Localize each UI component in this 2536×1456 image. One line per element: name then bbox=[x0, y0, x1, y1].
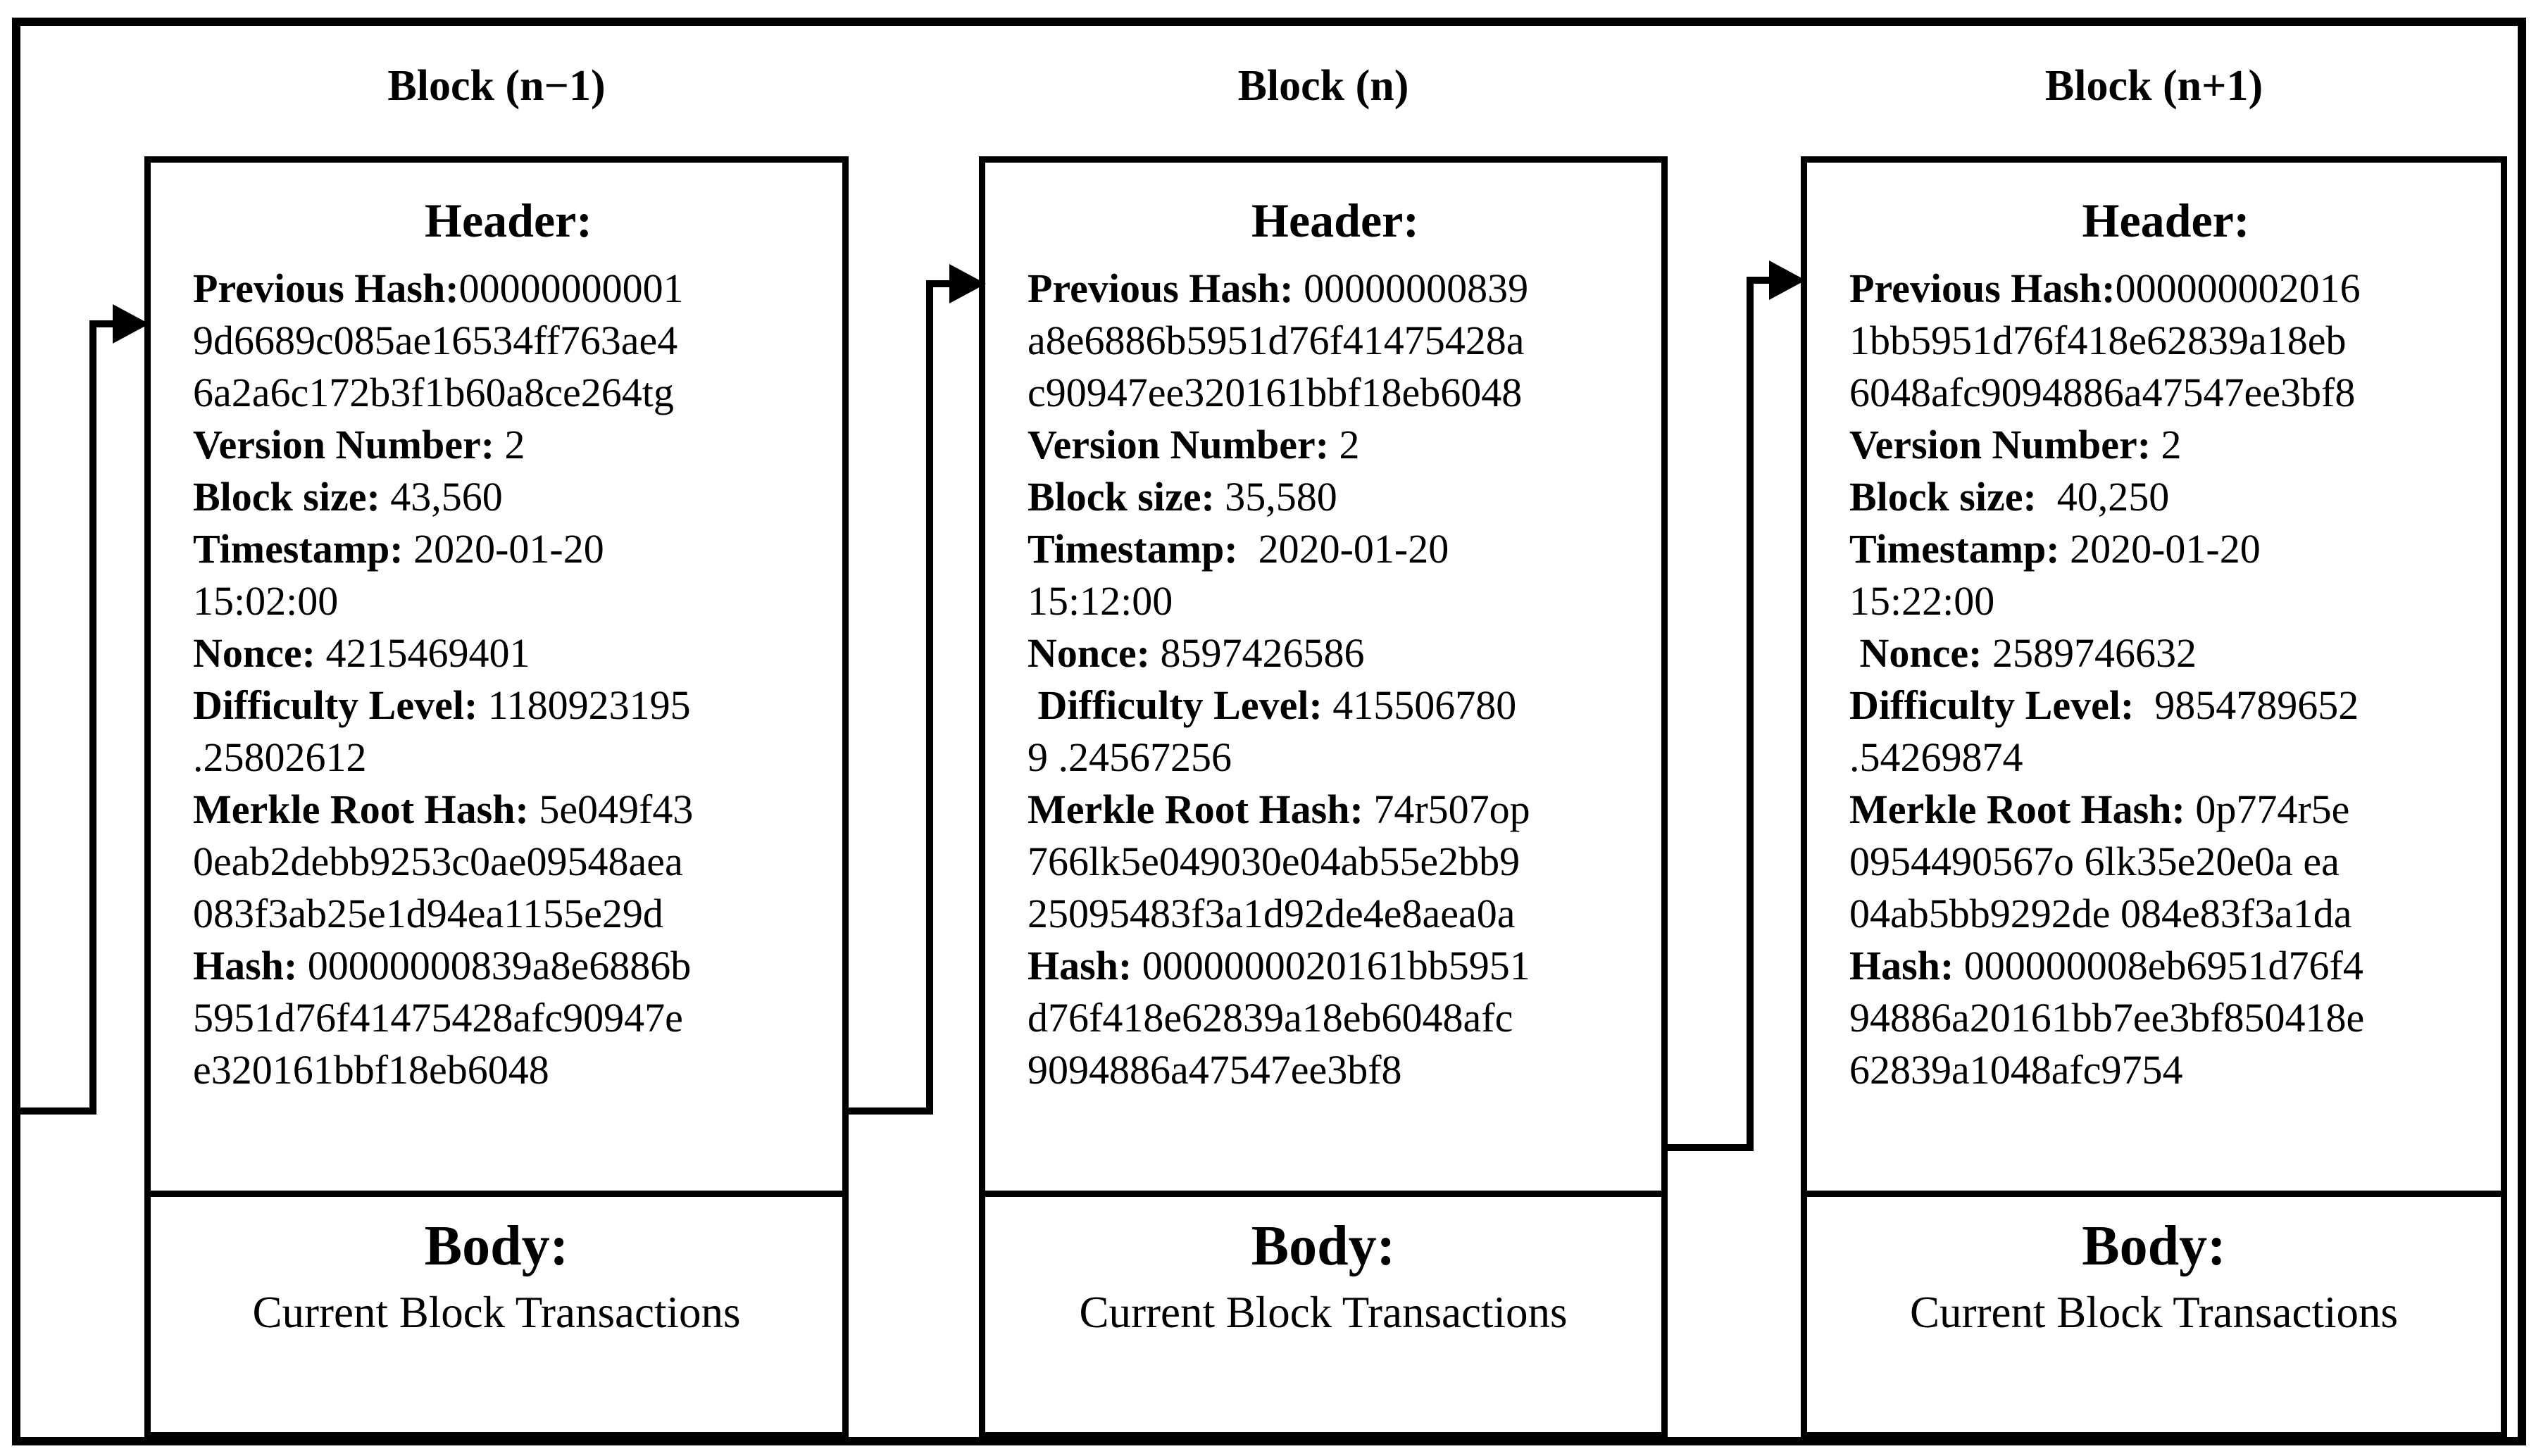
merkle-root-hash-field: Merkle Root Hash: 74r507op bbox=[1027, 786, 1530, 832]
body-text: Current Block Transactions bbox=[1910, 1288, 2398, 1337]
body-title: Body: bbox=[424, 1215, 569, 1277]
block-n-body-box: Body: Current Block Transactions bbox=[979, 1191, 1668, 1438]
hash-continuation: 62839a1048afc9754 bbox=[1849, 1047, 2183, 1093]
merkle-root-hash-field: Merkle Root Hash: 0p774r5e bbox=[1849, 786, 2350, 832]
block-n-minus-1-header-box: Header: Previous Hash:00000000001 9d6689… bbox=[144, 156, 849, 1197]
hash-continuation: 94886a20161bb7ee3bf850418e bbox=[1849, 995, 2365, 1041]
hash-continuation: 0eab2debb9253c0ae09548aea bbox=[193, 839, 683, 884]
arrowhead-icon bbox=[113, 304, 149, 344]
header-title: Header: bbox=[2082, 194, 2250, 247]
difficulty-level-field: Difficulty Level: 9854789652 bbox=[1849, 682, 2359, 728]
difficulty-level-field: Difficulty Level: 1180923195 bbox=[193, 682, 691, 728]
hash-continuation: 9094886a47547ee3bf8 bbox=[1027, 1047, 1402, 1093]
nonce-field: Nonce: 4215469401 bbox=[193, 630, 530, 676]
arrow-segment bbox=[1747, 277, 1754, 1151]
nonce-field: Nonce: 2589746632 bbox=[1849, 630, 2197, 676]
timestamp-field: Timestamp: 2020-01-20 bbox=[1849, 526, 2261, 572]
previous-hash-field: Previous Hash: 00000000839 bbox=[1027, 265, 1529, 311]
hash-continuation: 25095483f3a1d92de4e8aea0a bbox=[1027, 891, 1516, 936]
merkle-root-hash-field: Merkle Root Hash: 5e049f43 bbox=[193, 786, 694, 832]
hash-continuation: 6a2a6c172b3f1b60a8ce264tg bbox=[193, 370, 674, 415]
block-size-field: Block size: 35,580 bbox=[1027, 474, 1337, 520]
arrow-segment bbox=[849, 1107, 933, 1115]
hash-continuation: 9d6689c085ae16534ff763ae4 bbox=[193, 318, 678, 363]
timestamp-field: Timestamp: 2020-01-20 bbox=[193, 526, 604, 572]
field-label: Previous Hash: bbox=[193, 265, 459, 311]
arrow-segment bbox=[16, 1107, 96, 1115]
hash-field: Hash: 0000000020161bb5951 bbox=[1027, 943, 1530, 989]
header-title: Header: bbox=[425, 194, 592, 247]
block-n-minus-1-title: Block (n−1) bbox=[387, 62, 606, 110]
nonce-field: Nonce: 8597426586 bbox=[1027, 630, 1365, 676]
hash-continuation: 04ab5bb9292de 084e83f3a1da bbox=[1849, 891, 2352, 936]
header-title: Header: bbox=[1251, 194, 1419, 247]
block-size-field: Block size: 40,250 bbox=[1849, 474, 2170, 520]
hash-continuation: 0954490567o 6lk35e20e0a ea bbox=[1849, 839, 2340, 884]
body-text: Current Block Transactions bbox=[1079, 1288, 1568, 1337]
hash-field: Hash: 000000008eb6951d76f4 bbox=[1849, 943, 2363, 989]
arrow-segment bbox=[926, 280, 933, 1115]
hash-field: Hash: 00000000839a8e6886b bbox=[193, 943, 692, 989]
hash-continuation: a8e6886b5951d76f41475428a bbox=[1027, 318, 1525, 363]
block-n-plus-1-body-box: Body: Current Block Transactions bbox=[1801, 1191, 2507, 1438]
hash-continuation: e320161bbf18eb6048 bbox=[193, 1047, 549, 1093]
difficulty-continuation: 9 .24567256 bbox=[1027, 734, 1232, 780]
field-value: 00000000001 bbox=[458, 265, 684, 311]
hash-continuation: 6048afc9094886a47547ee3bf8 bbox=[1849, 370, 2356, 415]
timestamp-field: Timestamp: 2020-01-20 bbox=[1027, 526, 1449, 572]
body-title: Body: bbox=[2082, 1215, 2226, 1277]
version-number-field: Version Number: 2 bbox=[193, 422, 525, 467]
timestamp-continuation: 15:12:00 bbox=[1027, 578, 1173, 624]
timestamp-continuation: 15:22:00 bbox=[1849, 578, 1995, 624]
difficulty-continuation: .25802612 bbox=[193, 734, 367, 780]
arrow-segment bbox=[1747, 277, 1772, 284]
previous-hash-field: Previous Hash:000000002016 bbox=[1849, 265, 2361, 311]
block-n-plus-1-header-box: Header: Previous Hash:000000002016 1bb59… bbox=[1801, 156, 2507, 1197]
version-number-field: Version Number: 2 bbox=[1027, 422, 1360, 467]
arrowhead-icon bbox=[949, 264, 986, 303]
arrowhead-icon bbox=[1769, 261, 1806, 300]
hash-continuation: 083f3ab25e1d94ea1155e29d bbox=[193, 891, 663, 936]
previous-hash-field: Previous Hash:00000000001 bbox=[193, 263, 824, 315]
arrow-segment bbox=[89, 320, 120, 327]
version-number-field: Version Number: 2 bbox=[1849, 422, 2182, 467]
difficulty-level-field: Difficulty Level: 415506780 bbox=[1027, 682, 1517, 728]
hash-continuation: d76f418e62839a18eb6048afc bbox=[1027, 995, 1513, 1041]
arrow-segment bbox=[1668, 1144, 1754, 1151]
timestamp-continuation: 15:02:00 bbox=[193, 578, 339, 624]
hash-continuation: 766lk5e049030e04ab55e2bb9 bbox=[1027, 839, 1520, 884]
figure-border bbox=[12, 18, 2526, 1445]
block-size-field: Block size: 43,560 bbox=[193, 474, 503, 520]
hash-continuation: 5951d76f41475428afc90947e bbox=[193, 995, 683, 1041]
block-n-title: Block (n) bbox=[1237, 62, 1409, 110]
hash-continuation: 1bb5951d76f418e62839a18eb bbox=[1849, 318, 2347, 363]
arrow-segment bbox=[89, 320, 96, 1115]
arrow-segment bbox=[926, 280, 954, 287]
block-n-header-box: Header: Previous Hash: 00000000839 a8e68… bbox=[979, 156, 1668, 1197]
block-n-plus-1-title: Block (n+1) bbox=[2044, 62, 2263, 110]
body-title: Body: bbox=[1251, 1215, 1396, 1277]
block-n-minus-1-body-box: Body: Current Block Transactions bbox=[144, 1191, 849, 1438]
hash-continuation: c90947ee320161bbf18eb6048 bbox=[1027, 370, 1523, 415]
body-text: Current Block Transactions bbox=[252, 1288, 741, 1337]
difficulty-continuation: .54269874 bbox=[1849, 734, 2023, 780]
